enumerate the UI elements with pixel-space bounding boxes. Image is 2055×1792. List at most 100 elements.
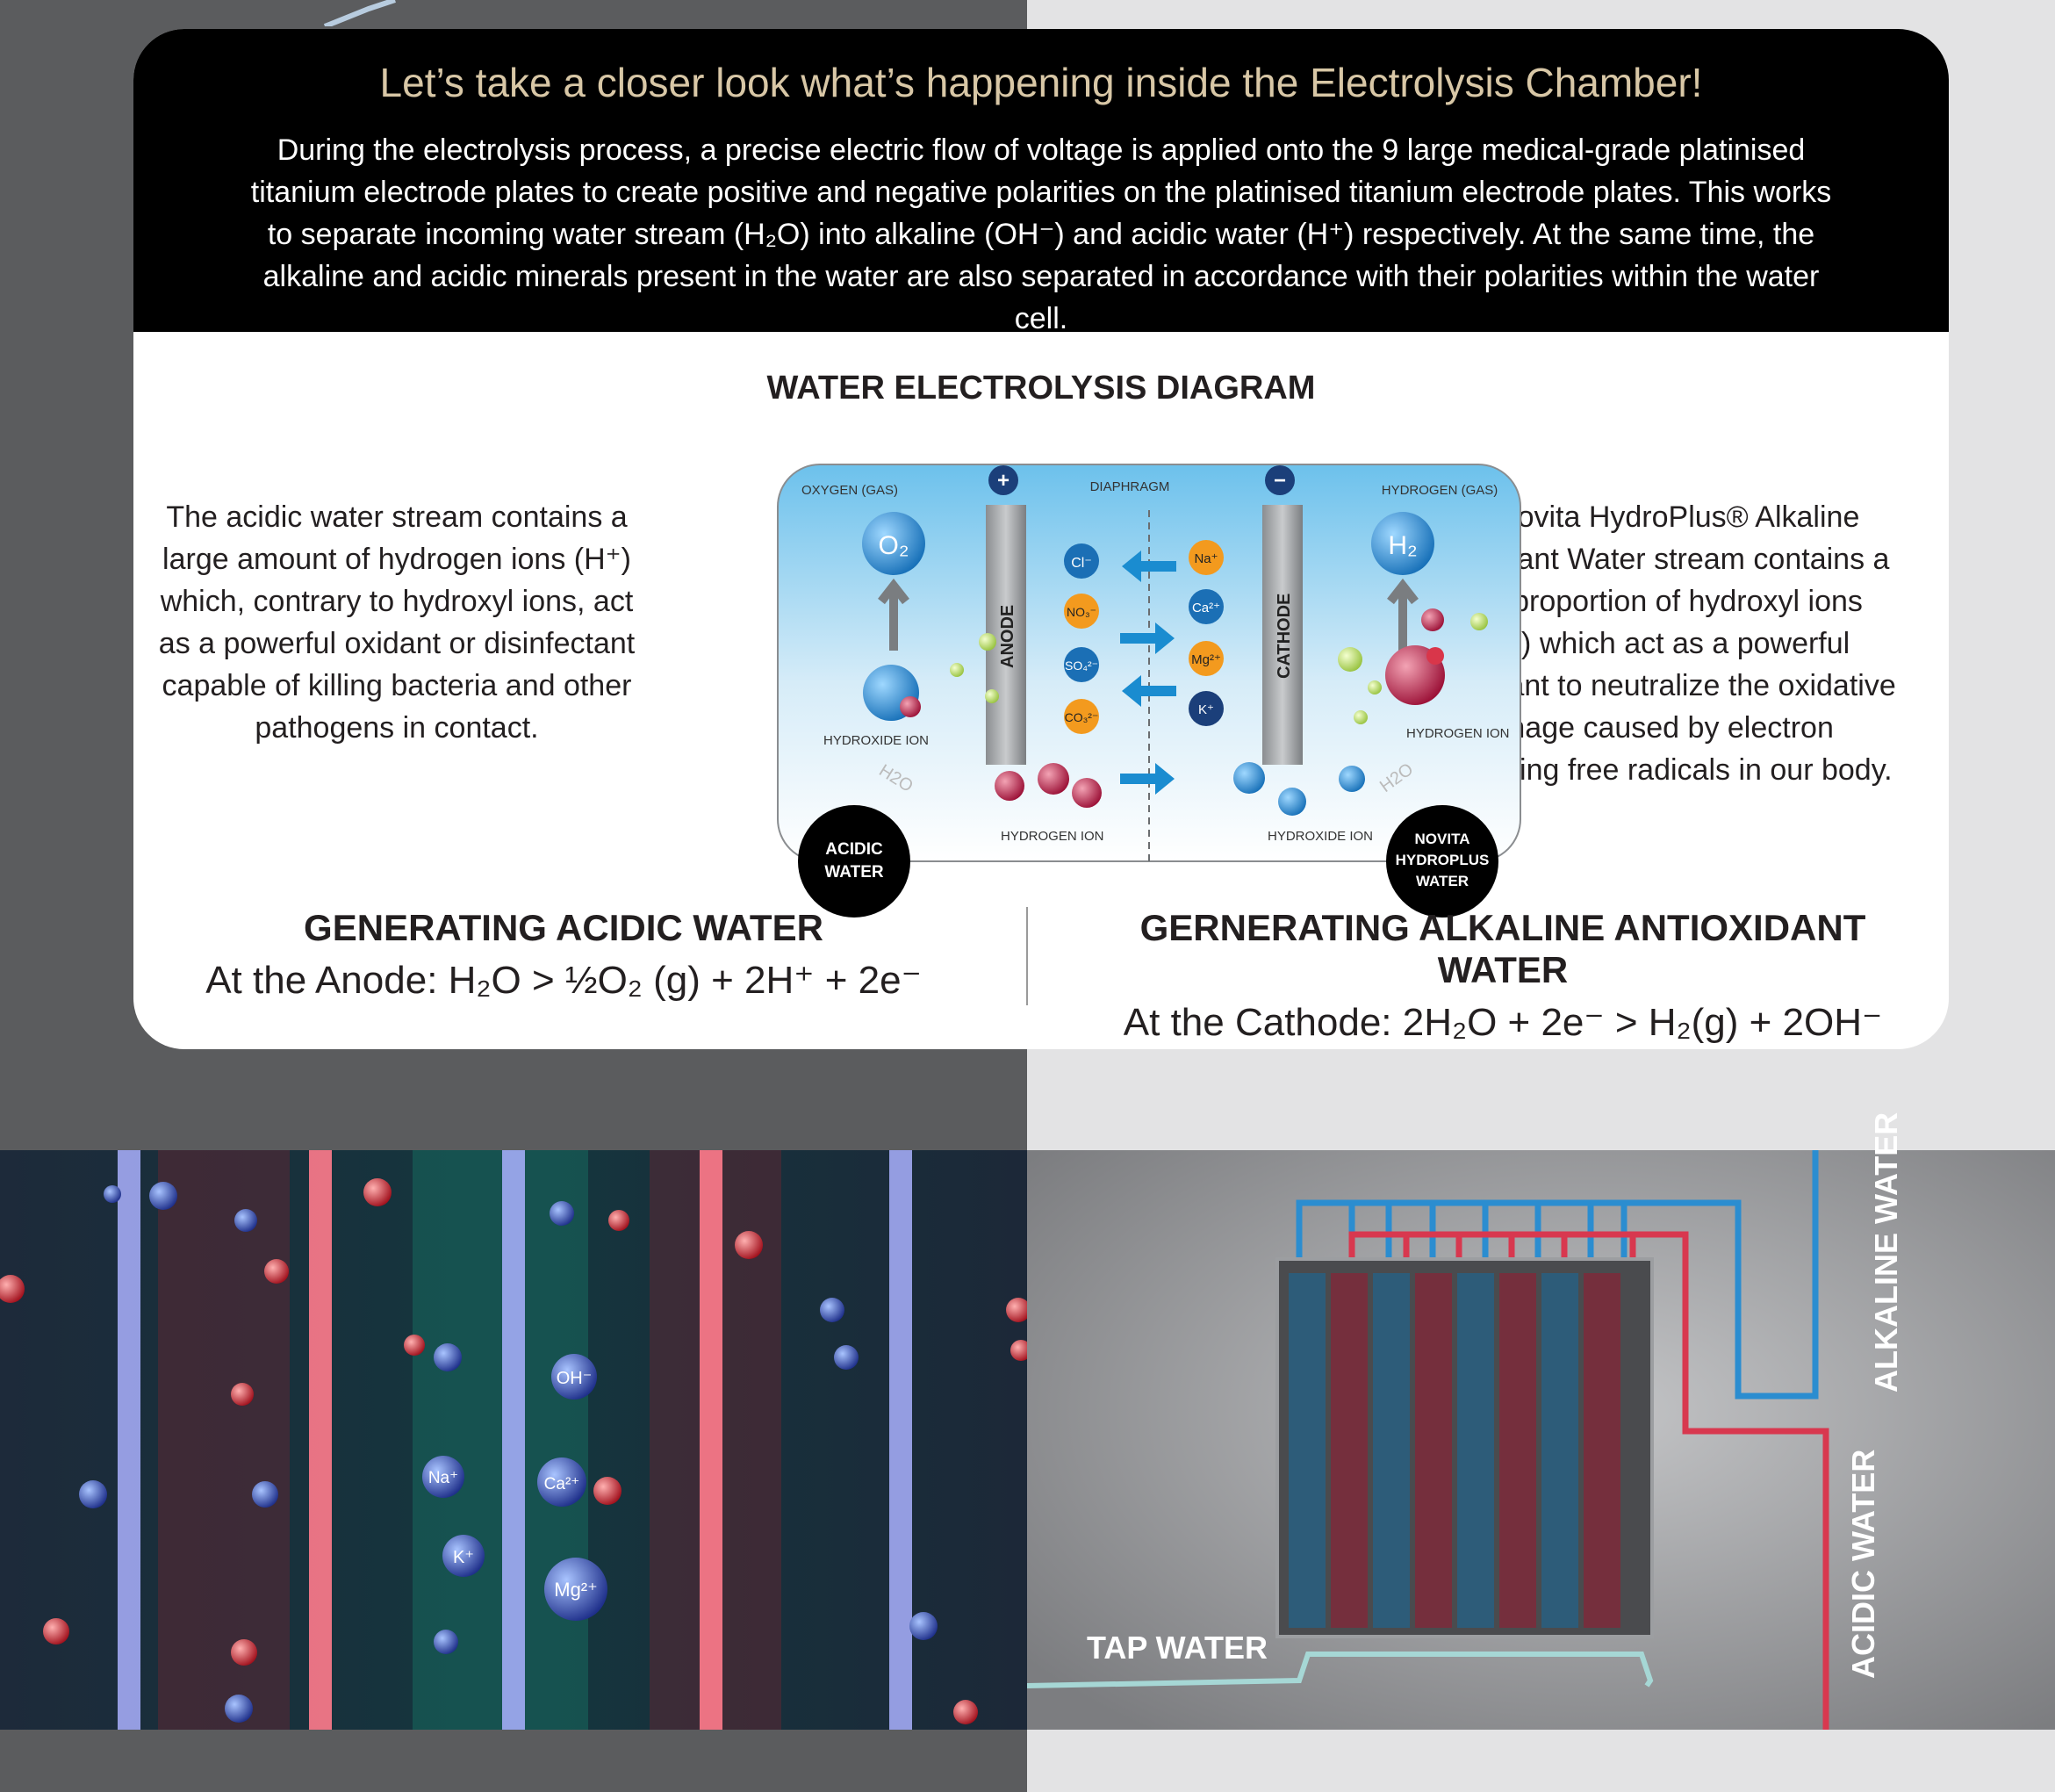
ion-cl-label: Cl⁻ <box>1071 556 1092 571</box>
right-ion-group: Na⁺ Ca²⁺ Mg²⁺ K⁺ <box>1189 540 1224 726</box>
ion-co3 <box>1064 699 1099 734</box>
hydroxide-ion-bottom-label: HYDROXIDE ION <box>1268 829 1373 844</box>
electron-1 <box>979 633 996 651</box>
acidic-generation: GENERATING ACIDIC WATER At the Anode: H₂… <box>169 907 959 1003</box>
cell-chamber-blue <box>1373 1273 1410 1628</box>
ion-mg <box>1189 641 1224 676</box>
molecule-blue <box>234 1209 257 1232</box>
molecule-blue <box>149 1182 177 1210</box>
header-body: During the electrolysis process, a preci… <box>250 133 1832 335</box>
electron-4 <box>1338 647 1362 672</box>
diaphragm-label: DIAPHRAGM <box>1090 479 1170 494</box>
o2-label: O₂ <box>879 531 909 560</box>
ion-na-label: Na⁺ <box>1194 551 1218 566</box>
anode-label: ANODE <box>998 605 1017 668</box>
hydrogen-ion-bottom-3 <box>1072 778 1102 808</box>
molecule-blue <box>104 1185 121 1203</box>
hydrogen-ion-bottom-label: HYDROGEN ION <box>1001 829 1104 844</box>
hydroxide-ion-bottom-3 <box>1339 766 1365 792</box>
molecule-blue <box>550 1201 574 1226</box>
molecule-blue <box>79 1480 107 1508</box>
hydrogen-gas-label: HYDROGEN (GAS) <box>1382 483 1498 498</box>
minus-sign: − <box>1274 469 1286 493</box>
mg-ion-ball <box>544 1558 607 1621</box>
alkaline-outlet <box>1624 1150 1819 1400</box>
blue-arrow-right-1 <box>1120 623 1175 654</box>
acidic-generation-title: GENERATING ACIDIC WATER <box>304 907 823 948</box>
oxygen-up-arrow <box>878 578 909 651</box>
hydrogen-ion-bottom-2 <box>1038 763 1069 795</box>
cathode-formula: At the Cathode: 2H₂O + 2e⁻ > H₂(g) + 2OH… <box>1123 1001 1883 1044</box>
alkaline-generation-title: GERNERATING ALKALINE ANTIOXIDANT WATER <box>1139 907 1866 990</box>
molecule-red <box>735 1231 763 1259</box>
hydroxide-h-atom <box>900 696 921 717</box>
molecule-blue <box>225 1695 253 1723</box>
acidic-description: The acidic water stream contains a large… <box>158 500 636 745</box>
acidic-water-badge <box>798 805 910 918</box>
molecule-blue <box>909 1612 938 1640</box>
molecule-red <box>0 1275 25 1303</box>
molecule-red <box>231 1383 254 1406</box>
electron-5 <box>1368 680 1382 694</box>
cell-chamber-red <box>1584 1273 1620 1628</box>
molecule-blue <box>820 1298 844 1322</box>
plus-icon <box>988 465 1018 495</box>
hydroxide-ion-bottom-2 <box>1278 788 1306 816</box>
h2-molecule <box>1371 512 1434 575</box>
novita-water-badge <box>1386 805 1498 918</box>
electron-2 <box>950 663 964 677</box>
molecule-red <box>593 1477 622 1505</box>
acidic-outlet <box>1633 1231 1829 1730</box>
molecule-red <box>1010 1340 1027 1361</box>
cell-chamber-blue <box>1541 1273 1578 1628</box>
molecule-illustration: OH⁻ Na⁺ Ca²⁺ K⁺ Mg²⁺ <box>0 1150 1027 1730</box>
ion-so4 <box>1064 647 1099 682</box>
ion-k-label: K⁺ <box>1198 702 1214 717</box>
info-card: Let’s take a closer look what’s happenin… <box>133 29 1949 1049</box>
ion-so4-label: SO₄²⁻ <box>1065 659 1098 673</box>
molecule-blue <box>434 1630 458 1654</box>
molecule-blue <box>252 1481 278 1508</box>
anode-formula: At the Anode: H₂O > ½O₂ (g) + 2H⁺ + 2e⁻ <box>205 959 922 1002</box>
oh-ion-label: OH⁻ <box>557 1369 593 1388</box>
k-ion-label: K⁺ <box>453 1548 474 1567</box>
molecule-red <box>404 1335 425 1356</box>
blue-plate-3 <box>889 1150 912 1730</box>
tap-water-label: TAP WATER <box>1087 1630 1268 1666</box>
na-ion-ball <box>422 1456 464 1498</box>
hydrogen-small <box>1421 608 1444 631</box>
molecule-blue <box>834 1345 859 1370</box>
ion-cl <box>1064 543 1099 579</box>
hydrogen-ion-bottom-1 <box>995 771 1024 801</box>
cell-chamber-blue <box>1457 1273 1494 1628</box>
ion-no3 <box>1064 594 1099 629</box>
molecule-red <box>264 1259 289 1284</box>
blue-plate-2 <box>502 1150 525 1730</box>
k-ion-ball <box>442 1535 485 1577</box>
novita-badge-line1: NOVITA <box>1415 831 1470 847</box>
left-ion-group: Cl⁻ NO₃⁻ SO₄²⁻ CO₃²⁻ <box>1064 543 1099 734</box>
hydroxide-ion-left-label: HYDROXIDE ION <box>823 733 929 748</box>
blue-plate-1 <box>118 1150 140 1730</box>
blue-arrow-left-1 <box>1122 551 1176 582</box>
blue-arrow-left-2 <box>1122 675 1176 707</box>
blue-arrow-right-2 <box>1120 763 1175 795</box>
header-title: Let’s take a closer look what’s happenin… <box>379 60 1703 105</box>
ca-ion-label: Ca²⁺ <box>544 1475 580 1493</box>
electrolysis-diagram: OXYGEN (GAS) DIAPHRAGM HYDROGEN (GAS) + … <box>777 464 1521 918</box>
alkaline-manifold <box>1296 1199 1627 1259</box>
electron-3 <box>985 689 999 703</box>
cathode-rod <box>1262 505 1303 765</box>
alkaline-water-label: ALKALINE WATER <box>1868 1112 1904 1393</box>
oxygen-gas-label: OXYGEN (GAS) <box>801 483 898 498</box>
flow-illustration: ALKALINE WATER ACIDIC WATER TAP WATER <box>1026 1112 2055 1730</box>
red-plate-1 <box>309 1150 332 1730</box>
ion-co3-label: CO₃²⁻ <box>1065 710 1099 724</box>
molecule-red <box>608 1210 629 1231</box>
cell-chamber-blue <box>1289 1273 1326 1628</box>
cell-chamber-red <box>1331 1273 1368 1628</box>
red-channel-left <box>158 1150 290 1730</box>
novita-badge-line3: WATER <box>1416 873 1469 889</box>
oh-ion-ball <box>551 1354 597 1400</box>
plus-sign: + <box>997 469 1010 493</box>
